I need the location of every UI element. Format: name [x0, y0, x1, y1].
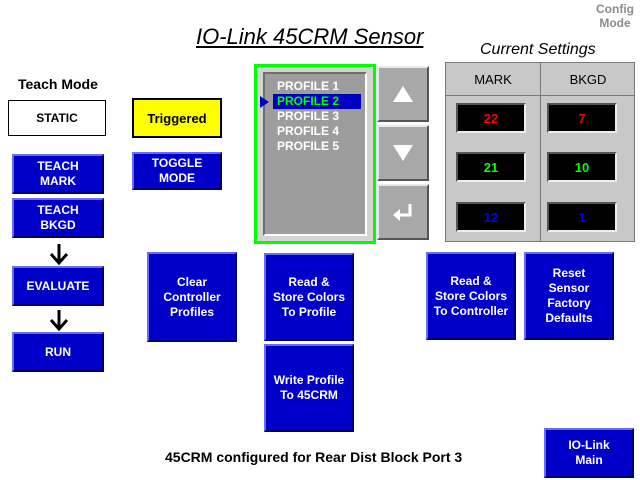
read-store-colors-to-profile-button[interactable]: Read & Store Colors To Profile	[264, 253, 354, 341]
io-link-main-label: IO-Link Main	[568, 438, 610, 467]
toggle-mode-button[interactable]: TOGGLE MODE	[132, 152, 222, 190]
profile-item-5[interactable]: PROFILE 5	[277, 139, 340, 153]
profile-item-3[interactable]: PROFILE 3	[277, 109, 340, 123]
write-profile-to-45crm-label: Write Profile To 45CRM	[273, 373, 345, 402]
read-store-colors-to-controller-button[interactable]: Read & Store Colors To Controller	[426, 252, 516, 340]
clear-controller-profiles-label: Clear Controller Profiles	[163, 274, 221, 319]
mark-value-red: 22	[456, 103, 526, 133]
mark-column-header: MARK	[446, 63, 540, 96]
teach-mark-button[interactable]: TEACH MARK	[12, 154, 104, 194]
enter-button[interactable]	[377, 184, 429, 240]
triggered-mode-indicator: Triggered	[132, 98, 222, 138]
status-message: 45CRM configured for Rear Dist Block Por…	[165, 449, 463, 465]
selection-marker-icon	[260, 96, 269, 108]
profile-item-2-selected[interactable]: PROFILE 2	[260, 94, 361, 109]
enter-return-icon	[393, 204, 412, 221]
reset-sensor-factory-defaults-label: Reset Sensor Factory Defaults	[545, 266, 593, 325]
bkgd-value-red: 7	[547, 103, 617, 133]
run-button[interactable]: RUN	[12, 332, 104, 372]
toggle-mode-label: TOGGLE MODE	[151, 156, 203, 185]
reset-sensor-factory-defaults-button[interactable]: Reset Sensor Factory Defaults	[524, 252, 614, 340]
mark-value-blue: 12	[456, 202, 526, 232]
mark-value-green: 21	[456, 152, 526, 182]
profile-list-panel: PROFILE 1 PROFILE 2 PROFILE 3 PROFILE 4 …	[254, 64, 376, 244]
teach-mark-label: TEACH MARK	[37, 159, 79, 188]
clear-controller-profiles-button[interactable]: Clear Controller Profiles	[147, 252, 237, 342]
flow-arrow-down-icon	[48, 242, 70, 271]
bkgd-column-header: BKGD	[541, 63, 635, 96]
read-store-colors-to-profile-label: Read & Store Colors To Profile	[272, 274, 345, 319]
write-profile-to-45crm-button[interactable]: Write Profile To 45CRM	[264, 344, 354, 432]
down-arrow-icon	[393, 145, 413, 161]
scroll-up-button[interactable]	[377, 66, 429, 122]
profile-item-2-label: PROFILE 2	[277, 94, 340, 108]
static-mode-indicator: STATIC	[8, 100, 106, 136]
teach-bkgd-button[interactable]: TEACH BKGD	[12, 198, 104, 238]
page-title: IO-Link 45CRM Sensor	[196, 24, 424, 49]
read-store-colors-to-controller-label: Read & Store Colors To Controller	[433, 273, 509, 318]
profile-item-4[interactable]: PROFILE 4	[277, 124, 340, 138]
current-settings-title: Current Settings	[480, 41, 596, 58]
bkgd-value-green: 10	[547, 152, 617, 182]
bkgd-value-blue: 1	[547, 202, 617, 232]
profile-list: PROFILE 1 PROFILE 2 PROFILE 3 PROFILE 4 …	[260, 72, 367, 236]
current-settings-panel: MARK BKGD 22 7 21 10 12 1	[445, 62, 635, 242]
run-label: RUN	[45, 344, 71, 359]
profile-item-1[interactable]: PROFILE 1	[277, 79, 340, 93]
config-mode-label[interactable]: Config Mode	[596, 2, 634, 30]
evaluate-button[interactable]: EVALUATE	[12, 266, 104, 306]
column-divider	[540, 63, 541, 241]
evaluate-label: EVALUATE	[26, 278, 90, 293]
teach-bkgd-label: TEACH BKGD	[37, 203, 79, 232]
teach-mode-label: Teach Mode	[18, 76, 98, 92]
scroll-down-button[interactable]	[377, 125, 429, 181]
flow-arrow-down-icon	[48, 308, 70, 337]
io-link-main-button[interactable]: IO-Link Main	[544, 428, 634, 478]
up-arrow-icon	[393, 86, 413, 102]
